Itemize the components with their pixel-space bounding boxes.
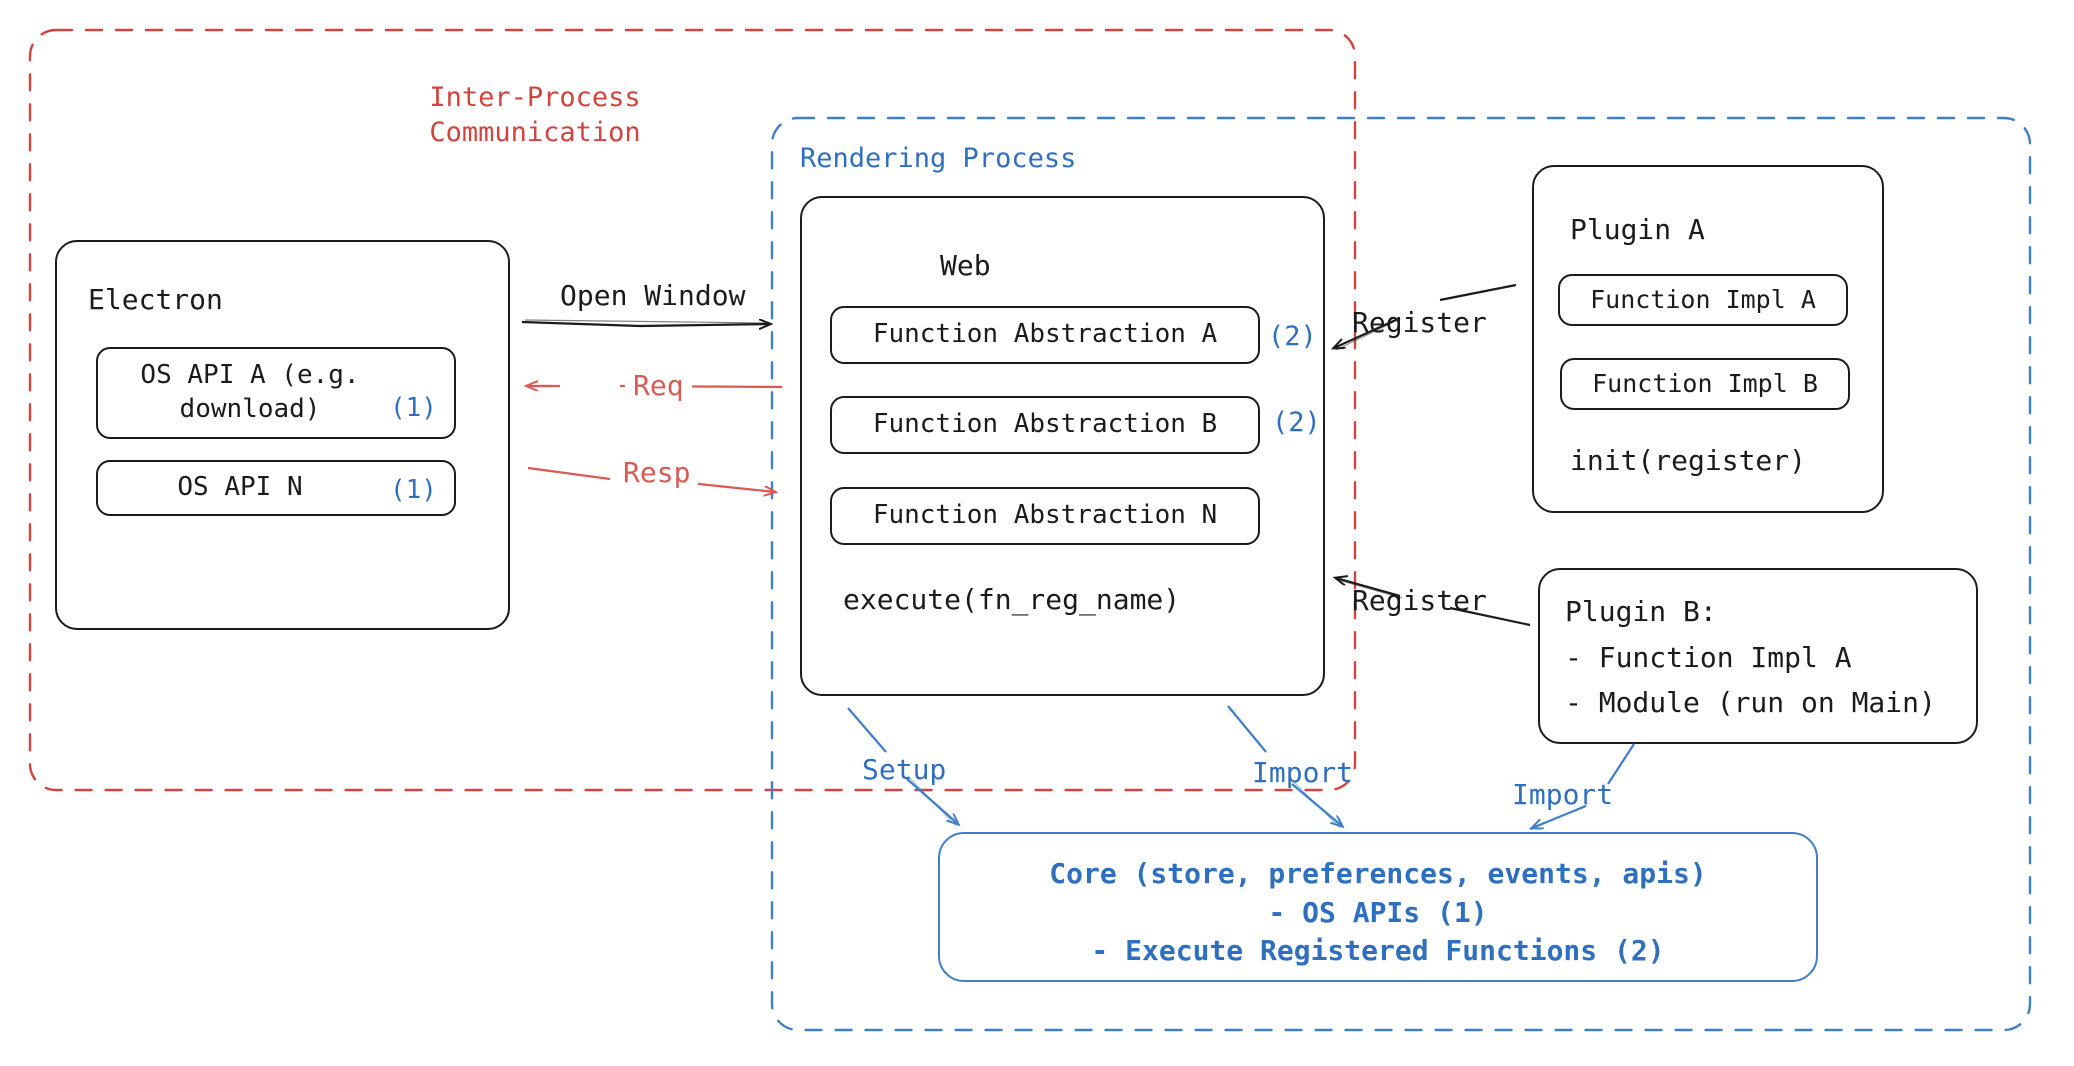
os-api-a-label: OS API A (e.g. download) [140, 360, 360, 424]
os-api-n-label: OS API N [177, 472, 303, 503]
web-execute-label: execute(fn_reg_name) [843, 583, 1181, 616]
web-title: Web [940, 249, 991, 282]
function-abstraction-b-box[interactable] [830, 396, 1260, 454]
core-box[interactable] [938, 832, 1818, 982]
plugin-b-title: Plugin B: [1565, 595, 1717, 628]
plugin-a-init-label: init(register) [1570, 444, 1807, 477]
function-impl-b-box[interactable] [1560, 358, 1850, 410]
open-window-arrow [521, 320, 770, 326]
plugin-b-line-0: - Function Impl A [1565, 641, 1852, 674]
function-abstraction-a-label: Function Abstraction A [872, 319, 1218, 350]
plugin-b-box[interactable] [1538, 568, 1978, 744]
function-impl-b-label: Function Impl B [1592, 368, 1818, 398]
ipc-region-label: Inter-Process Communication [429, 82, 641, 149]
os-api-n-marker: (1) [390, 475, 437, 505]
function-abstraction-b-label: Function Abstraction B [872, 409, 1218, 440]
rendering-region-label: Rendering Process [800, 143, 1077, 174]
req-label: Req [625, 368, 692, 404]
setup-label: Setup [862, 753, 947, 786]
electron-title: Electron [88, 283, 223, 316]
function-abstraction-n-label: Function Abstraction N [872, 500, 1218, 531]
os-api-a-box[interactable] [96, 347, 456, 439]
import-plugin-label: Import [1512, 778, 1614, 811]
plugin-a-title: Plugin A [1570, 213, 1705, 246]
open-window-label: Open Window [560, 279, 746, 312]
core-text: Core (store, preferences, events, apis) … [1049, 857, 1707, 968]
import-web-label: Import [1252, 756, 1354, 789]
os-api-n-box[interactable] [96, 460, 456, 516]
resp-label: Resp [615, 455, 699, 491]
plugin-a-box[interactable] [1532, 165, 1884, 513]
os-api-a-marker: (1) [390, 393, 437, 423]
function-impl-a-box[interactable] [1558, 274, 1848, 326]
function-abstraction-b-marker: (2) [1272, 407, 1321, 438]
function-abstraction-a-box[interactable] [830, 306, 1260, 364]
function-abstraction-a-marker: (2) [1268, 321, 1317, 352]
function-abstraction-n-box[interactable] [830, 487, 1260, 545]
register-plugin-a-label: Register [1352, 306, 1487, 339]
plugin-b-line-1: - Module (run on Main) [1565, 686, 1936, 719]
function-impl-a-label: Function Impl A [1590, 284, 1816, 314]
register-plugin-b-label: Register [1352, 584, 1487, 617]
